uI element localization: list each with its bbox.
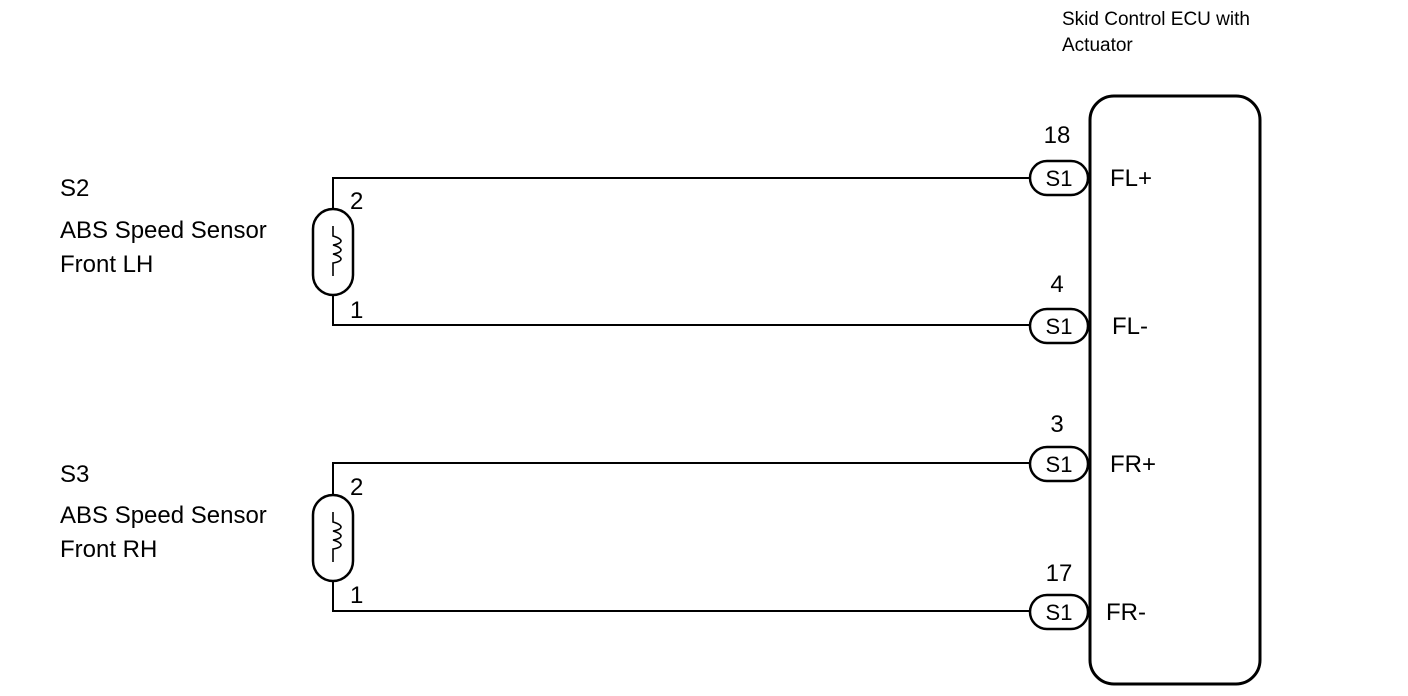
sensor-s2-body [311, 207, 355, 297]
sensor-s2-pin-top: 2 [350, 188, 363, 215]
connector-s1-fl-minus [1028, 307, 1090, 345]
sensor-s2-name-line1: ABS Speed Sensor [60, 217, 267, 244]
ecu-terminal-name-fl-minus: FL- [1112, 313, 1148, 340]
connector-code-fr-minus: S1 [1046, 600, 1073, 625]
ecu-pin-3: 3 [1050, 411, 1063, 438]
wire-s3-pin1-fr-minus [332, 580, 1032, 612]
sensor-s2-code: S2 [60, 175, 89, 202]
connector-s1-fl-plus [1028, 159, 1090, 197]
sensor-s2-coil-icon [332, 226, 342, 276]
sensor-s2: S2 ABS Speed Sensor Front LH 2 1 [60, 175, 1032, 326]
ecu-terminal-name-fr-minus: FR- [1106, 599, 1146, 626]
ecu-pin-17: 17 [1046, 560, 1073, 587]
sensor-s2-pin-bottom: 1 [350, 297, 363, 324]
ecu-title-line2: Actuator [1062, 35, 1133, 56]
sensor-s3: S3 ABS Speed Sensor Front RH 2 1 [60, 461, 1032, 612]
ecu-box [1088, 94, 1262, 686]
wire-s3-pin2-fr-plus [332, 462, 1032, 496]
sensor-s3-code: S3 [60, 461, 89, 488]
ecu-terminal-name-fl-plus: FL+ [1110, 165, 1152, 192]
ecu-terminal-fl-plus: 18 S1 FL+ [1028, 122, 1152, 197]
ecu-terminal-fl-minus: 4 S1 FL- [1028, 271, 1148, 345]
ecu-terminal-fr-minus: 17 S1 FR- [1028, 560, 1146, 631]
connector-s1-fr-minus [1028, 593, 1090, 631]
ecu-pin-4: 4 [1050, 271, 1063, 298]
sensor-s3-name-line2: Front RH [60, 536, 157, 563]
ecu-terminal-name-fr-plus: FR+ [1110, 451, 1156, 478]
ecu-terminal-fr-plus: 3 S1 FR+ [1028, 411, 1156, 483]
sensor-s2-name-line2: Front LH [60, 251, 153, 278]
connector-code-fr-plus: S1 [1046, 452, 1073, 477]
connector-code-fl-plus: S1 [1046, 166, 1073, 191]
connector-s1-fr-plus [1028, 445, 1090, 483]
ecu-pin-18: 18 [1044, 122, 1071, 149]
sensor-s3-coil-icon [332, 512, 342, 562]
sensor-s3-pin-bottom: 1 [350, 582, 363, 609]
ecu-title-line1: Skid Control ECU with [1062, 9, 1250, 30]
sensor-s3-name-line1: ABS Speed Sensor [60, 502, 267, 529]
sensor-s3-body [311, 493, 355, 583]
wire-s2-pin1-fl-minus [332, 294, 1032, 326]
wire-s2-pin2-fl-plus [332, 177, 1032, 210]
connector-code-fl-minus: S1 [1046, 314, 1073, 339]
sensor-s3-pin-top: 2 [350, 474, 363, 501]
